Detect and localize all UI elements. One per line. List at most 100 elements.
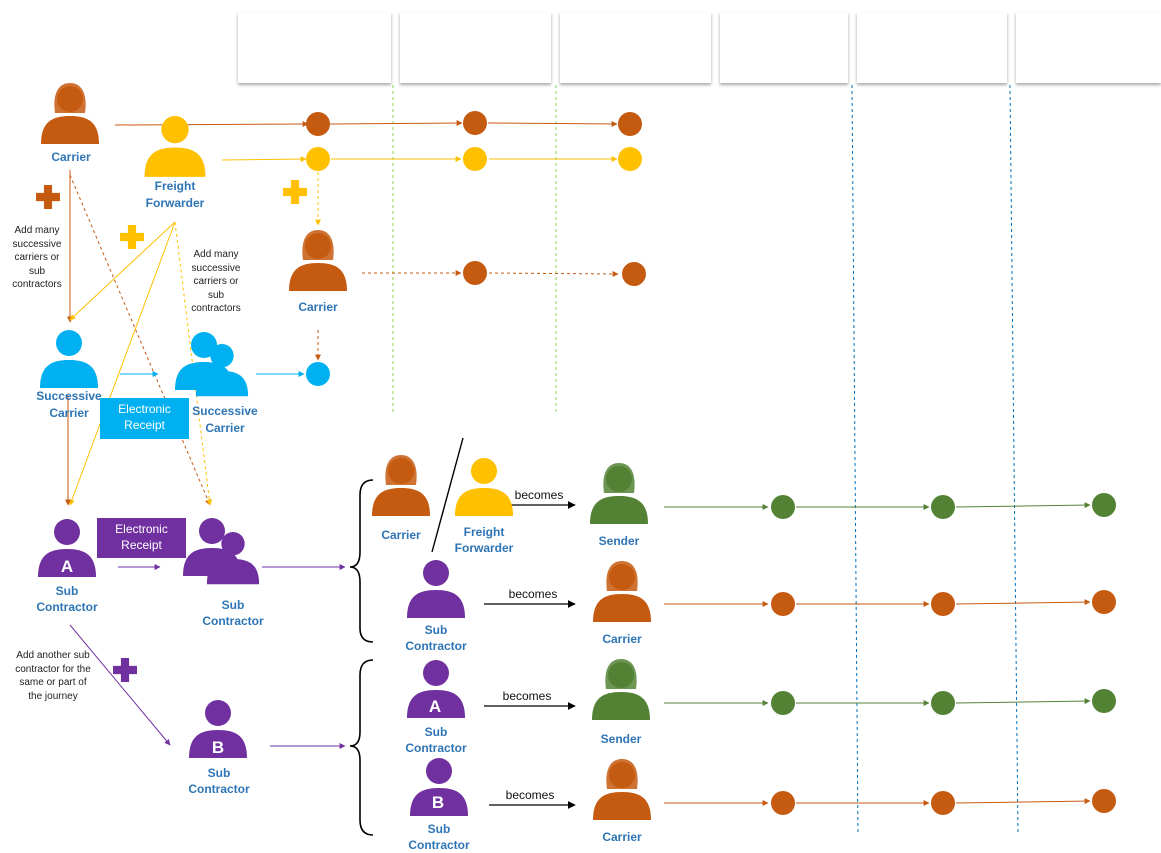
bracket-lower xyxy=(349,659,374,836)
successive-carrier-2-icon-head xyxy=(191,332,217,358)
successive-carrier-2-icon-body xyxy=(175,362,233,390)
sub-generate-dot-2 xyxy=(931,592,955,616)
subcontractor-right-b-icon-head xyxy=(426,758,452,784)
label-freight-forwarder-right: Freight Forwarder xyxy=(454,525,514,555)
subcontractor-right-a-icon-body xyxy=(407,690,465,718)
diag-forwarder-sub xyxy=(69,221,176,506)
header-authenticate-master: Authenticate final form of a Master eCN xyxy=(560,12,711,83)
plus-carrier-icon xyxy=(36,185,60,209)
sub-initiate-dot-1 xyxy=(771,495,795,519)
electronic-receipt-subcontractor: Electronic Receipt xyxy=(97,518,186,558)
label-successive-carrier-2: Successive Carrier xyxy=(192,404,258,435)
label-carrier-top: Carrier xyxy=(51,150,91,164)
sub-authenticate-dot-2 xyxy=(1092,590,1116,614)
sub-authenticate-dot-3 xyxy=(1092,689,1116,713)
subcontractor-stack-icon-head xyxy=(199,518,225,544)
freight-forwarder-right-icon-body xyxy=(455,488,513,516)
becomes-label-2: becomes xyxy=(508,587,558,601)
sub-authenticate-dot-1 xyxy=(1092,493,1116,517)
sub-flow-4c xyxy=(955,798,1091,805)
master-authenticate-forwarder-dot xyxy=(618,147,642,171)
header-initiate-sub: Initiate a Sub eCN xyxy=(720,12,848,83)
plus-subcontractor-icon xyxy=(113,658,137,682)
badge-a-right: A xyxy=(428,697,442,716)
becomes-label-4: becomes xyxy=(505,788,555,802)
sub-initiate-dot-4 xyxy=(771,791,795,815)
sender-2-icon-head xyxy=(608,662,634,688)
header-initiate-master: Initiate a Master eCN xyxy=(238,12,391,83)
freight-forwarder-top-icon-head xyxy=(161,115,189,144)
sub-generate-dot-3 xyxy=(931,691,955,715)
diag-forwarder-successive xyxy=(69,221,176,321)
carrier-top-icon-body xyxy=(41,116,99,144)
subcontractor-right-1-icon-head xyxy=(423,560,449,586)
freight-forwarder-right-icon-head xyxy=(471,458,497,484)
label-subcontractor-right-1: Sub Contractor xyxy=(405,623,467,653)
successive-carrier-1-icon-head xyxy=(56,330,82,356)
label-subcontractor-a: Sub Contractor xyxy=(36,584,98,614)
flow-forwarder xyxy=(221,156,307,163)
carrier-mid-icon-body xyxy=(289,263,347,291)
sender-2-icon-body xyxy=(592,692,650,720)
label-carrier-mid: Carrier xyxy=(298,300,338,314)
electronic-receipt-successive: Electronic Receipt xyxy=(100,398,189,439)
successive-carrier-2b-icon-head xyxy=(210,344,234,368)
subcontractor-a-icon-head xyxy=(54,519,80,545)
carrier-right-3-icon-head xyxy=(609,762,635,788)
label-sender-2: Sender xyxy=(600,732,642,746)
badge-b-right: B xyxy=(431,793,445,812)
header-generate-master: Generate final form of a Master eCN xyxy=(400,12,551,83)
master-authenticate-carrier-dot xyxy=(618,112,642,136)
sender-1-icon-body xyxy=(590,496,648,524)
master-generate-forwarder-dot xyxy=(463,147,487,171)
plus-forwarder-2-icon xyxy=(283,180,308,204)
carrier-right-2-icon-body xyxy=(593,594,651,622)
sub-initiate-dot-3 xyxy=(771,691,795,715)
subcontractor-stack-b-icon-head xyxy=(221,532,245,556)
master-generate-carrier2-dot xyxy=(463,261,487,285)
carrier-right-3-icon-body xyxy=(593,792,651,820)
flow-carrier-top-2 xyxy=(329,120,463,127)
flow-carrier-top-3 xyxy=(487,120,618,127)
diag-sub-b xyxy=(69,624,171,746)
header-authenticate-sub: Authenticate final form of a Sub eCN xyxy=(1016,12,1161,83)
label-carrier-right-2: Carrier xyxy=(602,632,642,646)
label-subcontractor-b: Sub Contractor xyxy=(188,766,250,796)
subcontractor-a-icon-body xyxy=(38,549,96,577)
plus-forwarder-icon xyxy=(120,225,144,249)
freight-forwarder-top-icon-body xyxy=(144,147,206,177)
master-initiate-forwarder-dot xyxy=(306,147,330,171)
label-subcontractor-right-a: Sub Contractor xyxy=(405,725,467,755)
subcontractor-right-1-icon-body xyxy=(407,590,465,618)
sub-initiate-dot-2 xyxy=(771,592,795,616)
badge-a-left: A xyxy=(60,557,74,576)
sub-flow-1c xyxy=(955,502,1091,509)
sub-flow-2c xyxy=(955,599,1091,606)
note-add-carriers-right: Add many successive carriers or sub cont… xyxy=(191,249,241,314)
subcontractor-stack-icon-body xyxy=(183,548,241,576)
divider-blue-2 xyxy=(1009,84,1019,836)
diag-carrier-sub xyxy=(69,174,211,506)
carrier-mid-icon-head xyxy=(305,233,331,259)
becomes-label-3: becomes xyxy=(502,689,552,703)
slash-divider xyxy=(431,437,464,553)
sender-1-icon-head xyxy=(606,466,632,492)
divider-blue-1 xyxy=(851,84,859,836)
bracket-upper xyxy=(349,479,374,643)
label-successive-carrier-1: Successive Carrier xyxy=(36,389,102,420)
carrier-right-1-icon-head xyxy=(388,458,414,484)
label-carrier-right-3: Carrier xyxy=(602,830,642,844)
flow-carrier-top xyxy=(114,121,309,128)
label-subcontractor-right-b: Sub Contractor xyxy=(408,822,470,852)
note-add-subcontractor: Add another sub contractor for the same … xyxy=(15,650,91,702)
becomes-label-1: becomes xyxy=(514,488,564,502)
master-initiate-carrier-dot xyxy=(306,112,330,136)
carrier-right-1-icon-body xyxy=(372,488,430,516)
sub-authenticate-dot-4 xyxy=(1092,789,1116,813)
subcontractor-b-icon-body xyxy=(189,730,247,758)
label-sender-1: Sender xyxy=(598,534,640,548)
sub-generate-dot-1 xyxy=(931,495,955,519)
label-freight-forwarder-top: Freight Forwarder xyxy=(145,179,205,210)
